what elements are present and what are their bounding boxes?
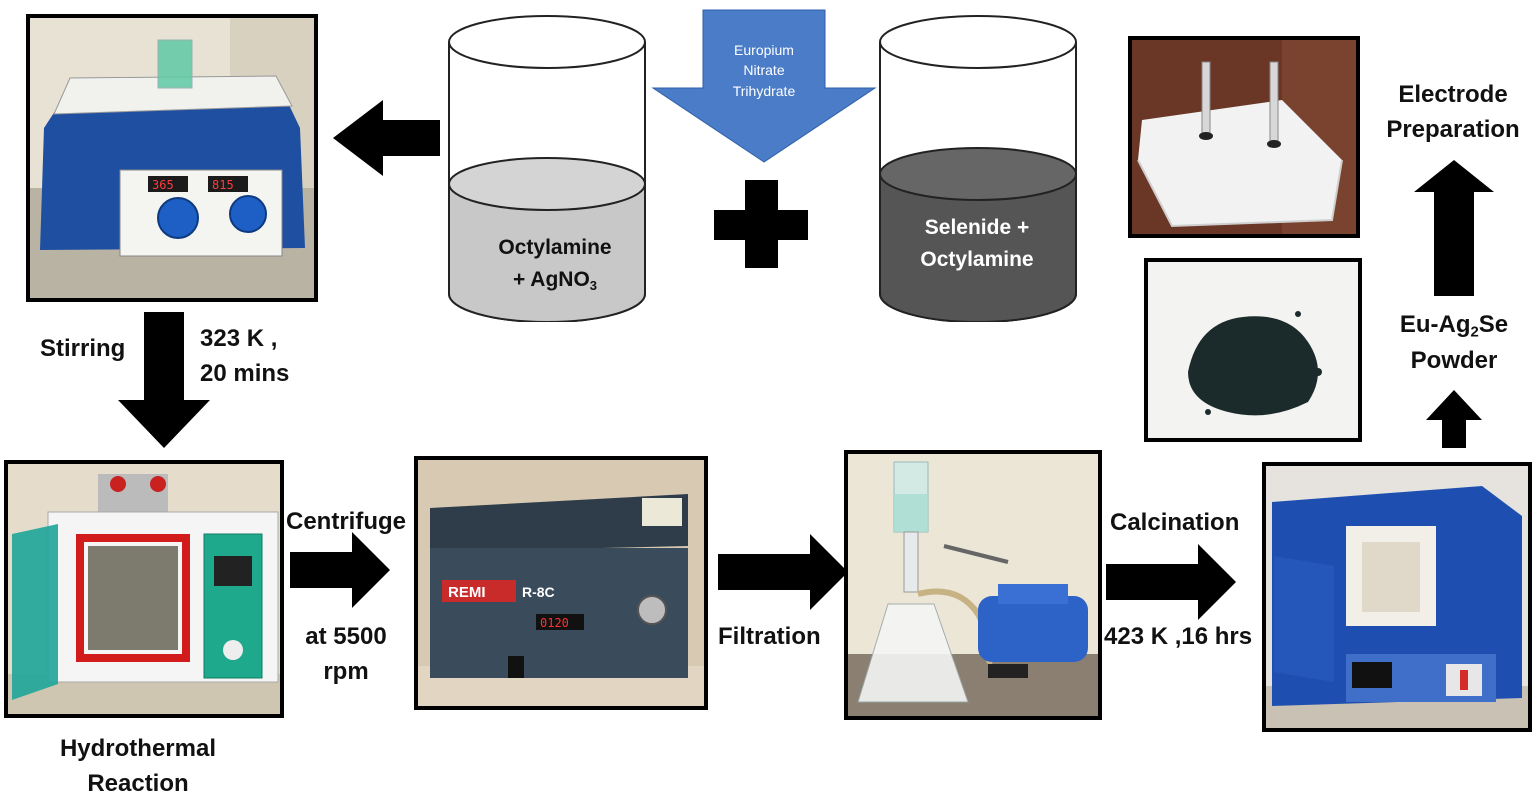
- arrow-to-powder: [1426, 390, 1482, 448]
- centrifuge-photo: REMI R-8C 0120: [414, 456, 708, 710]
- stirring-label: Stirring: [40, 335, 126, 362]
- stirring-temp: 323 K ,: [200, 325, 278, 352]
- centrifuge-label: Centrifuge: [286, 508, 406, 535]
- arrow-to-calcination: [1106, 544, 1236, 620]
- arrow-to-hydrothermal: [118, 312, 210, 448]
- reagent-arrow: [651, 9, 877, 163]
- arrow-to-electrode: [1414, 160, 1494, 296]
- beaker-left-label: Octylamine + AgNO3: [480, 232, 630, 295]
- stirring-time: 20 mins: [200, 359, 290, 387]
- centrifuge-speed-line2: rpm: [323, 657, 369, 685]
- hydrothermal-line2: Reaction: [87, 769, 189, 797]
- beaker-right: [879, 15, 1077, 322]
- formula-subscript: 3: [589, 277, 598, 293]
- centrifuge-display: 0120: [540, 616, 569, 630]
- hydrothermal-label: Hydrothermal Reaction: [48, 732, 228, 802]
- beaker-right-line2: Octylamine: [920, 247, 1034, 271]
- furnace-photo: [1262, 462, 1532, 732]
- arrow-to-centrifuge: [290, 532, 390, 608]
- stirrer-photo: 365 815: [26, 14, 318, 302]
- centrifuge-speed-line1: at 5500: [305, 623, 387, 650]
- electrode-label: Electrode Preparation: [1380, 78, 1526, 148]
- centrifuge-brand: REMI: [448, 584, 486, 601]
- formula-agno: + AgNO: [512, 267, 590, 291]
- hydrothermal-photo: [4, 460, 284, 718]
- calcination-conditions: 423 K ,16 hrs: [1104, 623, 1253, 650]
- powder-line2: Powder: [1410, 347, 1498, 375]
- beaker-left-line1: Octylamine: [498, 236, 612, 259]
- electrode-line1: Electrode: [1398, 81, 1508, 108]
- reagent-line2: Nitrate: [743, 62, 785, 79]
- powder-label: Eu-Ag2Se Powder: [1392, 308, 1516, 379]
- powder-formula-prefix: Eu-Ag: [1399, 311, 1471, 338]
- filtration-photo: [844, 450, 1102, 720]
- calcination-label: Calcination: [1110, 509, 1240, 536]
- electrode-photo: [1128, 36, 1360, 238]
- beaker-right-line1: Selenide +: [924, 216, 1030, 239]
- arrow-to-stirrer: [333, 100, 440, 176]
- centrifuge-speed: at 5500 rpm: [296, 620, 396, 690]
- stirrer-display-1: 365: [152, 178, 174, 192]
- stirrer-display-2: 815: [212, 178, 234, 192]
- reagent-line1: Europium: [734, 42, 794, 58]
- beaker-left: [448, 15, 646, 322]
- electrode-line2: Preparation: [1386, 115, 1520, 143]
- arrow-to-filtration: [718, 534, 848, 610]
- beaker-right-label: Selenide + Octylamine: [902, 212, 1052, 275]
- powder-formula-subscript: 2: [1470, 324, 1479, 341]
- plus-icon: [714, 180, 808, 268]
- stirring-conditions: 323 K , 20 mins: [200, 322, 289, 392]
- powder-formula-suffix: Se: [1478, 311, 1509, 338]
- filtration-label: Filtration: [718, 623, 821, 650]
- beaker-left-line2: + AgNO3: [480, 264, 630, 296]
- reagent-label: Europium Nitrate Trihydrate: [700, 40, 828, 101]
- powder-photo: [1144, 258, 1362, 442]
- centrifuge-model: R-8C: [522, 584, 555, 600]
- reagent-line3: Trihydrate: [732, 82, 796, 99]
- hydrothermal-line1: Hydrothermal: [59, 735, 217, 762]
- powder-line1: Eu-Ag2Se: [1392, 308, 1516, 344]
